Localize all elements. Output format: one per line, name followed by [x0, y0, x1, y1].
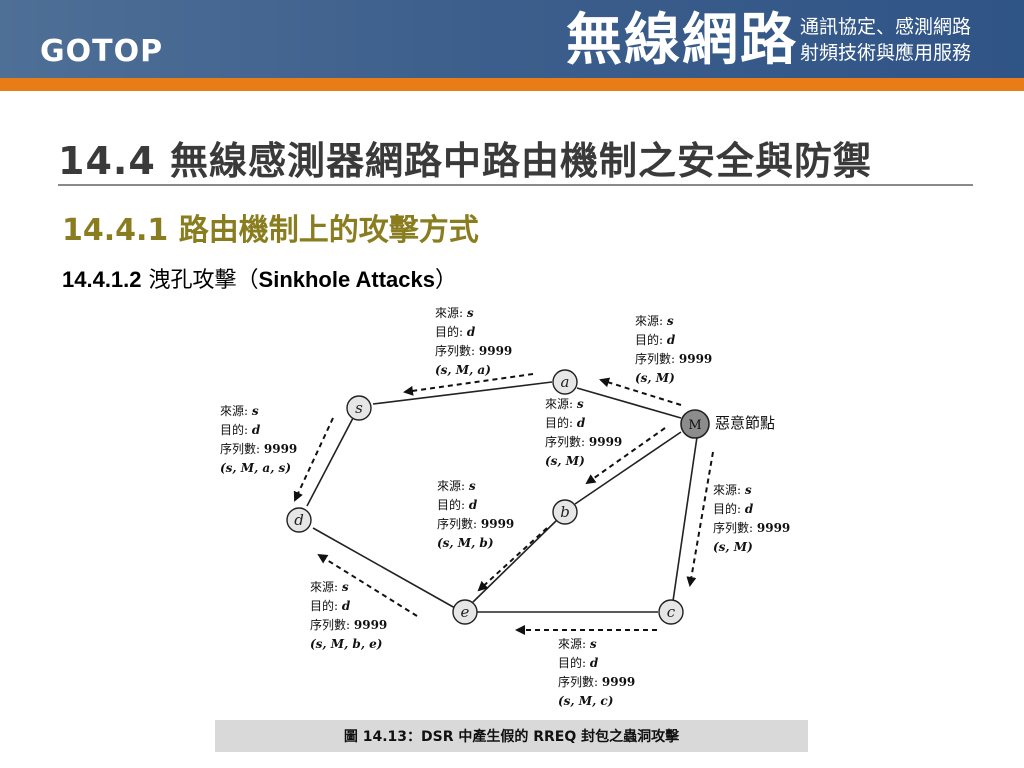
subsection-number: 14.4.1.2 [62, 267, 142, 292]
subtitle-line-1: 通訊協定、感測網路 [800, 16, 972, 38]
svg-text:序列數: 9999: 序列數: 9999 [635, 351, 712, 366]
svg-text:來源: s: 來源: s [310, 580, 349, 594]
svg-text:來源: s: 來源: s [635, 314, 674, 328]
arrow-M-to-b [585, 427, 666, 485]
section-heading: 14.4.1 路由機制上的攻擊方式 [62, 213, 479, 248]
svg-text:b: b [560, 503, 570, 521]
svg-text:目的: d: 目的: d [713, 501, 754, 516]
svg-text:目的: d: 目的: d [635, 332, 676, 347]
node-c: c [658, 599, 684, 625]
slide-title: 14.4 無線感測器網路中路由機制之安全與防禦 [58, 139, 872, 183]
svg-text:a: a [561, 373, 570, 391]
title-divider [58, 184, 973, 186]
arrow-s-to-d [293, 417, 334, 502]
svg-text:(s, M, c): (s, M, c) [558, 694, 613, 708]
svg-text:序列數: 9999: 序列數: 9999 [437, 516, 514, 531]
header-bar: GOTOP 無線網路 通訊協定、感測網路 射頻技術與應用服務 [0, 0, 1024, 78]
node-M-malicious: M [680, 409, 710, 439]
svg-text:c: c [667, 603, 676, 621]
svg-text:d: d [294, 511, 304, 529]
svg-text:(s, M, a, s): (s, M, a, s) [220, 461, 291, 475]
subtitle-line-2: 射頻技術與應用服務 [800, 42, 972, 64]
node-b: b [552, 499, 578, 525]
svg-text:來源: s: 來源: s [713, 483, 752, 497]
svg-text:目的: d: 目的: d [437, 497, 478, 512]
svg-text:s: s [355, 399, 363, 417]
accent-bar [0, 78, 1024, 91]
node-a: a [552, 369, 578, 395]
label-right-c: 來源: s 目的: d 序列數: 9999 (s, M) [713, 483, 790, 554]
svg-text:來源: s: 來源: s [437, 479, 476, 493]
svg-text:序列數: 9999: 序列數: 9999 [545, 434, 622, 449]
svg-text:(s, M, b): (s, M, b) [437, 536, 494, 550]
svg-text:(s, M): (s, M) [545, 454, 585, 468]
svg-text:序列數: 9999: 序列數: 9999 [435, 343, 512, 358]
link-s-a [372, 381, 553, 405]
label-bottom-c: 來源: s 目的: d 序列數: 9999 (s, M, c) [558, 637, 635, 708]
link-M-c [672, 436, 698, 602]
node-d: d [286, 507, 312, 533]
svg-text:序列數: 9999: 序列數: 9999 [310, 617, 387, 632]
figure-caption-text: 圖 14.13：DSR 中產生假的 RREQ 封包之蟲洞攻擊 [343, 729, 680, 745]
svg-text:(s, M): (s, M) [635, 371, 675, 385]
svg-text:M: M [688, 418, 701, 433]
link-M-b [574, 431, 682, 505]
node-e: e [452, 599, 478, 625]
link-s-d [306, 417, 354, 507]
arrow-e-to-d [317, 553, 418, 617]
svg-text:e: e [461, 603, 470, 621]
publisher-logo: GOTOP [40, 34, 164, 69]
svg-text:來源: s: 來源: s [558, 637, 597, 651]
svg-text:序列數: 9999: 序列數: 9999 [558, 674, 635, 689]
link-d-e [312, 527, 456, 609]
node-s: s [346, 395, 372, 421]
label-left: 來源: s 目的: d 序列數: 9999 (s, M, a, s) [220, 404, 297, 475]
svg-text:序列數: 9999: 序列數: 9999 [713, 520, 790, 535]
label-mid-b: 來源: s 目的: d 序列數: 9999 (s, M, b) [437, 479, 514, 550]
malicious-node-label: 惡意節點 [715, 414, 775, 432]
svg-text:目的: d: 目的: d [558, 655, 599, 670]
label-top-s: 來源: s 目的: d 序列數: 9999 (s, M, a) [435, 306, 512, 377]
label-mid-a: 來源: s 目的: d 序列數: 9999 (s, M) [545, 397, 622, 468]
arrow-M-to-c [686, 451, 714, 587]
subsection-heading: 14.4.1.2 洩孔攻擊（Sinkhole Attacks） [62, 262, 457, 294]
network-links [306, 381, 698, 613]
svg-text:目的: d: 目的: d [545, 415, 586, 430]
sinkhole-attack-diagram: s a M b d e c 惡意節點 來源: s 目的: d 序列數: 9999… [220, 306, 790, 708]
subsection-title-en: Sinkhole Attacks [258, 267, 435, 292]
label-bottom-e: 來源: s 目的: d 序列數: 9999 (s, M, b, e) [310, 580, 387, 651]
subsection-title-zh: 洩孔攻擊（ [148, 268, 259, 293]
book-brand-title: 無線網路 [566, 7, 798, 73]
rreq-flow-arrows [293, 373, 714, 635]
svg-text:(s, M, b, e): (s, M, b, e) [310, 637, 383, 651]
figure-caption: 圖 14.13：DSR 中產生假的 RREQ 封包之蟲洞攻擊 [215, 720, 808, 752]
subsection-close: ） [435, 268, 458, 293]
link-a-M [576, 387, 682, 419]
svg-text:(s, M, a): (s, M, a) [435, 363, 491, 377]
svg-text:來源: s: 來源: s [545, 397, 584, 411]
arrow-a-to-s [403, 373, 534, 396]
label-top-right: 來源: s 目的: d 序列數: 9999 (s, M) [635, 314, 712, 385]
book-subtitle: 通訊協定、感測網路 射頻技術與應用服務 [800, 14, 971, 66]
arrow-b-to-e [477, 527, 548, 592]
svg-text:序列數: 9999: 序列數: 9999 [220, 441, 297, 456]
svg-text:來源: s: 來源: s [435, 306, 474, 320]
arrow-M-to-a [599, 377, 682, 406]
svg-text:(s, M): (s, M) [713, 540, 753, 554]
svg-text:目的: d: 目的: d [310, 598, 351, 613]
svg-text:來源: s: 來源: s [220, 404, 259, 418]
svg-text:目的: d: 目的: d [435, 324, 476, 339]
link-b-e [472, 519, 558, 603]
svg-text:目的: d: 目的: d [220, 422, 261, 437]
